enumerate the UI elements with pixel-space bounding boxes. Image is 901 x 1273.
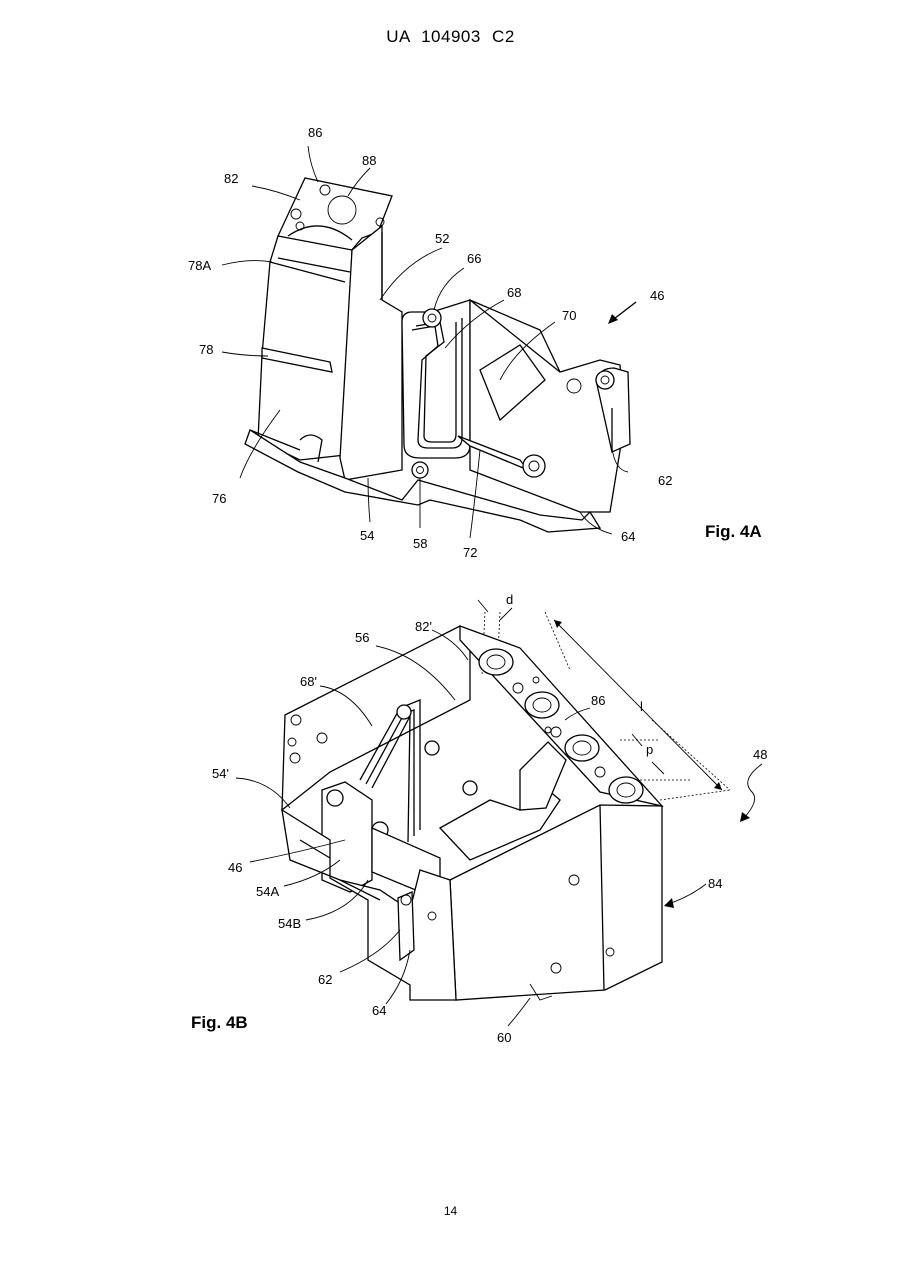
- label-70: 70: [562, 308, 576, 323]
- label-56: 56: [355, 630, 369, 645]
- label-46-4b: 46: [228, 860, 242, 875]
- label-78: 78: [199, 342, 213, 357]
- label-60: 60: [497, 1030, 511, 1045]
- label-54-prime: 54': [212, 766, 229, 781]
- label-p: p: [646, 742, 653, 757]
- label-62: 62: [658, 473, 672, 488]
- label-88: 88: [362, 153, 376, 168]
- label-48: 48: [753, 747, 767, 762]
- caption-fig-4b: Fig. 4B: [191, 1013, 248, 1032]
- label-72: 72: [463, 545, 477, 560]
- label-82: 82: [224, 171, 238, 186]
- label-54: 54: [360, 528, 374, 543]
- label-76: 76: [212, 491, 226, 506]
- label-64: 64: [621, 529, 635, 544]
- label-68: 68: [507, 285, 521, 300]
- label-82-prime: 82': [415, 619, 432, 634]
- label-58: 58: [413, 536, 427, 551]
- label-54a: 54A: [256, 884, 279, 899]
- figure-4b-drawing: [282, 600, 730, 1000]
- label-84: 84: [708, 876, 722, 891]
- label-d: d: [506, 592, 513, 607]
- label-86-4b: 86: [591, 693, 605, 708]
- label-86: 86: [308, 125, 322, 140]
- label-68-prime: 68': [300, 674, 317, 689]
- label-l: l: [640, 699, 643, 714]
- label-64-4b: 64: [372, 1003, 386, 1018]
- label-46: 46: [650, 288, 664, 303]
- caption-fig-4a: Fig. 4A: [705, 522, 762, 541]
- label-52: 52: [435, 231, 449, 246]
- label-54b: 54B: [278, 916, 301, 931]
- label-62-4b: 62: [318, 972, 332, 987]
- page-number: 14: [0, 1204, 901, 1218]
- label-78a: 78A: [188, 258, 211, 273]
- label-66: 66: [467, 251, 481, 266]
